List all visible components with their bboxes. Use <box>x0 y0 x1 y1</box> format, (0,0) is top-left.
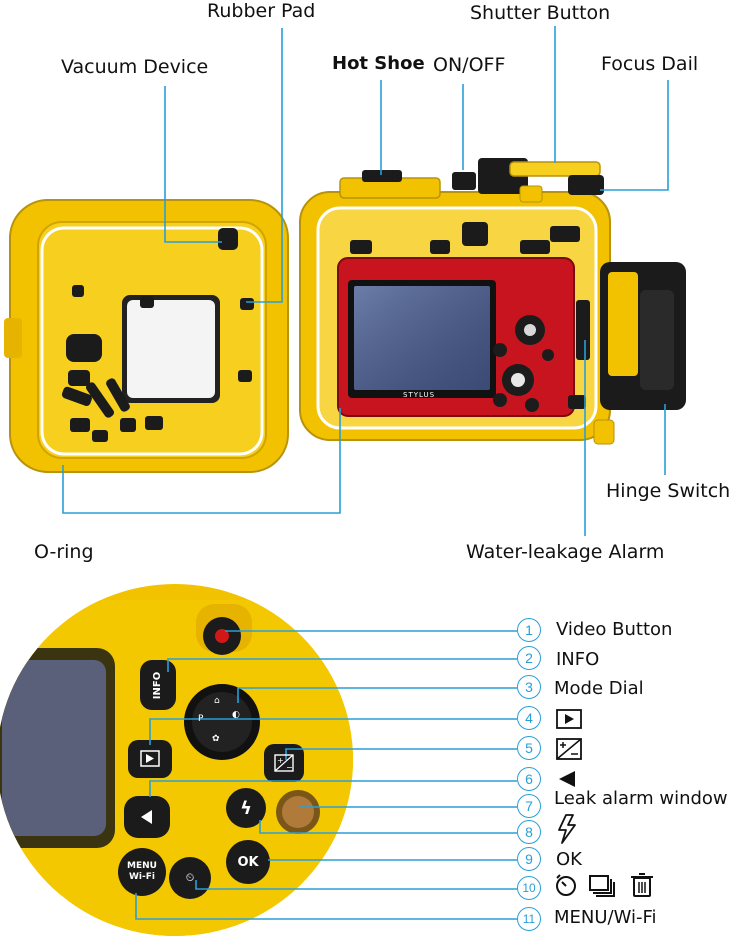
flash-button[interactable]: ϟ <box>226 788 266 828</box>
ok-button[interactable]: OK <box>226 840 270 884</box>
legend-number: 7 <box>517 794 541 818</box>
legend-text: Video Button <box>556 619 673 640</box>
legend-number: 11 <box>517 907 541 931</box>
info-button-label: INFO <box>152 671 164 699</box>
ok-button-label: OK <box>237 854 259 870</box>
legend-text: OK <box>556 849 582 870</box>
menu-wifi-button[interactable]: MENU Wi-Fi <box>118 848 166 896</box>
legend-number: 6 <box>517 767 541 791</box>
svg-text:+: + <box>277 756 284 765</box>
play-box-icon <box>556 709 582 733</box>
mode-dial-icon: ✿ <box>212 734 220 744</box>
legend-leader-lines <box>135 630 517 920</box>
housing-body <box>299 158 686 445</box>
callout-vacuum-device: Vacuum Device <box>61 56 209 78</box>
callout-on-off: ON/OFF <box>433 54 506 76</box>
callout-hot-shoe: Hot Shoe <box>332 53 425 74</box>
callout-water-leakage-alarm: Water-leakage Alarm <box>466 541 665 563</box>
info-button[interactable]: INFO <box>140 660 176 710</box>
legend-number: 9 <box>517 847 541 871</box>
left-button[interactable] <box>124 796 170 838</box>
top-leader-lines <box>62 26 669 536</box>
timer-burst-trash-icon <box>554 872 660 902</box>
callout-o-ring: O-ring <box>34 541 94 563</box>
timer-burst-button[interactable]: ⏲ <box>169 857 211 899</box>
camera <box>337 257 575 417</box>
exposure-compensation-button[interactable]: + − <box>264 744 304 782</box>
flash-icon <box>556 814 578 848</box>
legend-text: Leak alarm window <box>554 788 728 809</box>
legend-text: Mode Dial <box>554 678 644 699</box>
legend-number: 10 <box>517 876 541 900</box>
camera-brand-text: STYLUS <box>403 391 436 399</box>
legend-text: MENU/Wi-Fi <box>554 907 657 928</box>
leak-alarm-window <box>276 790 320 834</box>
exposure-compensation-icon <box>556 738 582 764</box>
callout-focus-dial: Focus Dail <box>601 53 699 75</box>
control-panel-closeup <box>0 584 353 936</box>
legend-number: 5 <box>517 736 541 760</box>
mode-dial[interactable]: ⌂ P ◐ ✿ <box>192 692 252 752</box>
left-arrow-icon <box>557 769 577 793</box>
legend-number: 1 <box>517 618 541 642</box>
menu-wifi-button-label: MENU Wi-Fi <box>127 861 157 882</box>
callout-hinge-switch: Hinge Switch <box>606 480 731 502</box>
mode-dial-icon: ⌂ <box>214 696 220 706</box>
legend-number: 2 <box>517 646 541 670</box>
callout-shutter-button: Shutter Button <box>470 2 611 24</box>
legend-number: 4 <box>517 706 541 730</box>
legend-number: 8 <box>517 820 541 844</box>
mode-dial-icon: P <box>198 714 204 724</box>
mode-dial-icon: ◐ <box>232 710 240 720</box>
callout-rubber-pad: Rubber Pad <box>207 0 316 22</box>
legend-number: 3 <box>517 675 541 699</box>
play-button[interactable] <box>128 740 172 778</box>
flash-icon: ϟ <box>240 797 252 819</box>
legend-text: INFO <box>556 649 600 670</box>
timer-icon: ⏲ <box>185 871 195 884</box>
svg-text:−: − <box>286 763 293 772</box>
housing-door <box>4 199 289 473</box>
